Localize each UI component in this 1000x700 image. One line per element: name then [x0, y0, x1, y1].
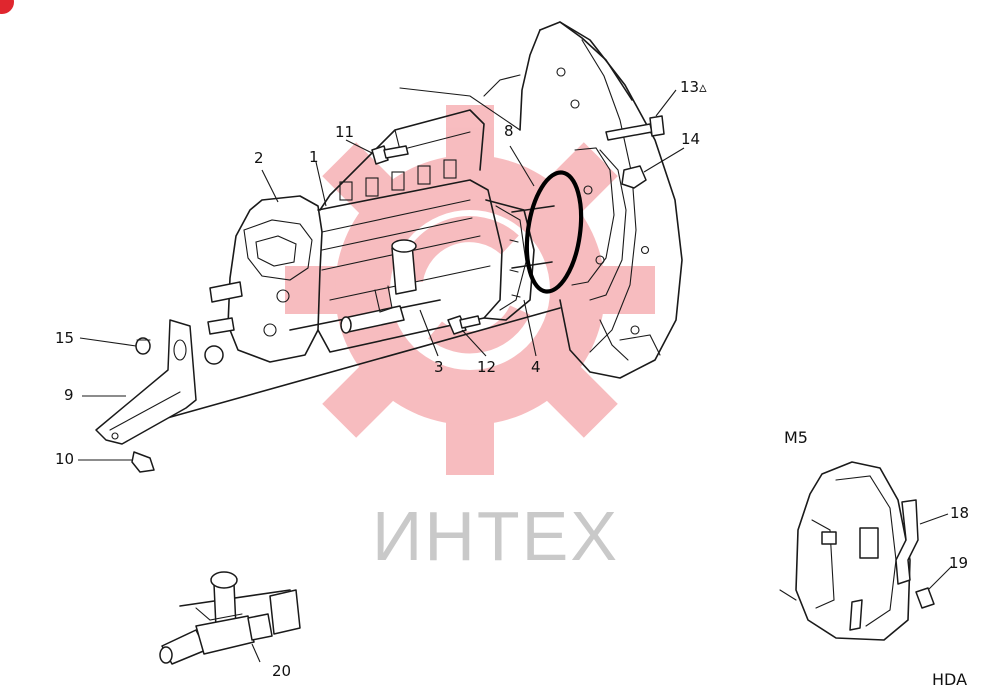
- variant-label-m5: M5: [784, 428, 808, 447]
- callout-11: 11: [335, 123, 355, 141]
- variant-part-20-inset: [159, 571, 301, 665]
- callout-18: 18: [950, 504, 970, 522]
- bolt-part-12: [447, 315, 481, 335]
- callout-10: 10: [55, 450, 75, 468]
- callout-19: 19: [949, 554, 969, 572]
- bolt-part-13a: [605, 115, 665, 141]
- bolt-part-11: [371, 145, 409, 165]
- callout-3: 3: [434, 358, 444, 376]
- callout-13a: 13▵: [680, 78, 707, 96]
- bolt-part-10: [131, 451, 155, 473]
- leader-lines: [78, 89, 953, 663]
- callout-8: 8: [504, 122, 514, 140]
- watermark-text: ИНТЕХ: [372, 497, 620, 575]
- o-ring: [524, 170, 584, 294]
- bolt-part-15: [135, 337, 151, 355]
- callout-4: 4: [531, 358, 541, 376]
- callout-20: 20: [272, 662, 292, 680]
- flywheel-housing: [519, 21, 683, 379]
- callout-2: 2: [254, 149, 264, 167]
- variant-label-hda: HDA: [932, 670, 968, 689]
- callout-9: 9: [64, 386, 74, 404]
- nut-part-14: [621, 165, 647, 189]
- callout-12: 12: [477, 358, 497, 376]
- callout-1: 1: [309, 148, 319, 166]
- variant-m5-inset: [779, 461, 935, 641]
- watermark-gear-icon: [285, 105, 655, 475]
- bracket-part-9: [95, 319, 197, 445]
- callout-14: 14: [681, 130, 701, 148]
- callout-15: 15: [55, 329, 75, 347]
